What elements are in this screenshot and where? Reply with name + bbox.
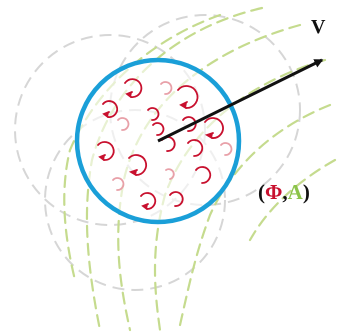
potential-open: ( [258,180,265,204]
vortex-icon [187,139,204,157]
potential-separator: , [282,180,287,204]
potential-label: (Φ,A) [258,180,310,204]
vortex-icon [112,177,125,191]
velocity-arrow [157,58,324,143]
field-line [178,103,332,327]
vortex-icon [147,107,160,121]
vortex-icon [220,142,233,156]
vortex-icon [152,122,165,136]
vortex-icon [165,168,175,180]
vortex-icon [102,100,119,118]
a-symbol: A [288,180,304,204]
phi-symbol: Φ [265,180,282,204]
vortex-icon [177,85,199,109]
vortex-icon [204,117,224,139]
velocity-label: V [311,16,326,38]
vortex-icon [160,81,173,95]
field-line [248,158,337,242]
ghost-circle [109,14,301,206]
vortex-icon [97,141,115,161]
vortex-icon [128,154,148,176]
vortices [97,78,233,210]
vortex-icon [169,191,184,207]
field-line [63,13,222,282]
vortex-icon [195,166,212,184]
vortex-icon [117,117,130,131]
vortex-icon [140,192,157,210]
vortex-icon [124,78,143,98]
potential-close: ) [303,180,310,204]
